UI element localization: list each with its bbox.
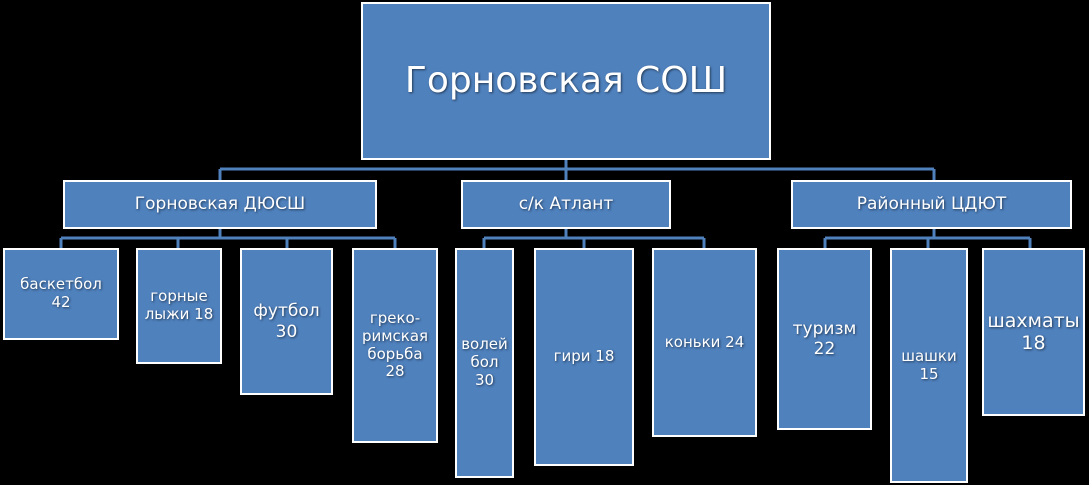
leaf-node-tourism: туризм 22 — [777, 248, 872, 430]
category-node-cdyut: Районный ЦДЮТ — [791, 180, 1072, 229]
leaf-node-football: футбол 30 — [240, 248, 333, 395]
leaf-label: шахматы 18 — [987, 309, 1080, 354]
category-label: с/к Атлант — [518, 194, 614, 215]
leaf-node-chess: шахматы 18 — [982, 248, 1085, 416]
root-node: Горновская СОШ — [361, 2, 771, 160]
category-label: Районный ЦДЮТ — [856, 194, 1007, 215]
category-node-dyussh: Горновская ДЮСШ — [63, 180, 377, 229]
leaf-node-volleyball: волей бол 30 — [455, 248, 514, 478]
leaf-label: футбол 30 — [253, 301, 320, 342]
category-node-atlant: с/к Атлант — [461, 180, 671, 229]
leaf-label: баскетбол 42 — [20, 275, 102, 311]
leaf-node-skiing: горные лыжи 18 — [136, 248, 222, 364]
leaf-node-basketball: баскетбол 42 — [3, 248, 119, 340]
leaf-label: гири 18 — [553, 347, 615, 366]
leaf-label: туризм 22 — [792, 318, 857, 359]
leaf-label: волей бол 30 — [461, 335, 508, 389]
category-label: Горновская ДЮСШ — [134, 194, 306, 215]
leaf-node-kettlebell: гири 18 — [534, 248, 634, 466]
leaf-node-skating: коньки 24 — [652, 248, 757, 437]
leaf-label: шашки 15 — [901, 346, 957, 383]
leaf-label: коньки 24 — [664, 332, 745, 351]
leaf-node-wrestling: греко-римская борьба 28 — [352, 248, 438, 443]
leaf-label: греко-римская борьба 28 — [361, 309, 429, 381]
root-label: Горновская СОШ — [404, 59, 728, 101]
leaf-label: горные лыжи 18 — [144, 287, 214, 323]
leaf-node-checkers: шашки 15 — [890, 248, 968, 483]
